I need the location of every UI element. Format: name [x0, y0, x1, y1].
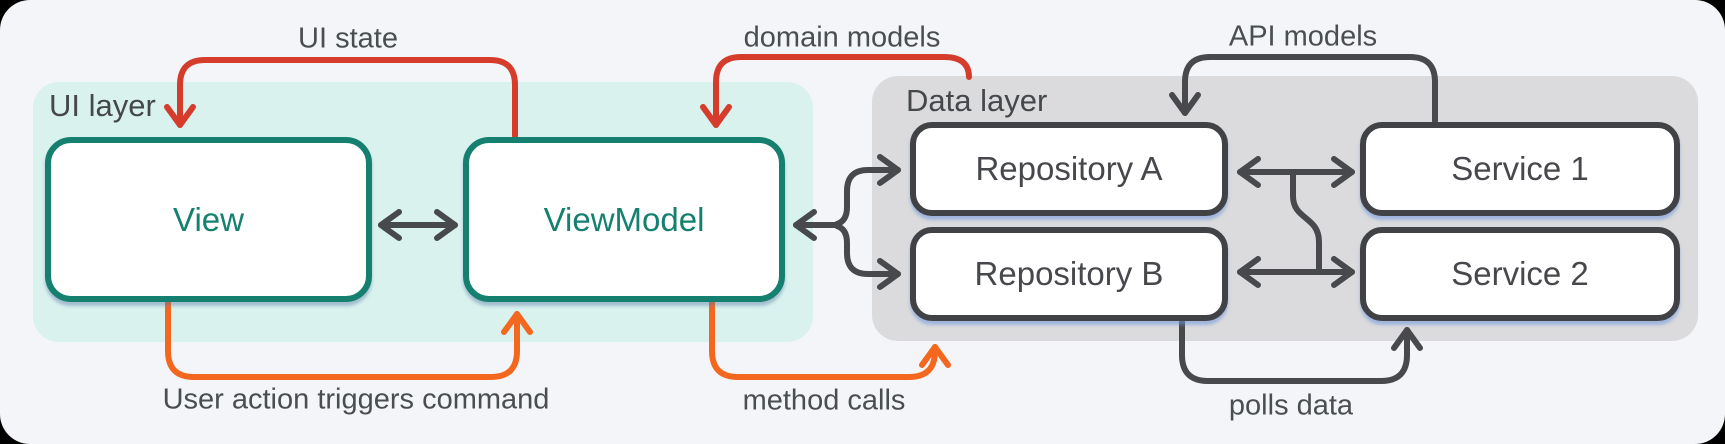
repository-a-box: Repository A: [910, 122, 1228, 216]
repository-b-box-label: Repository B: [974, 255, 1164, 292]
api-models-label: API models: [1228, 20, 1378, 53]
service-2-box-label: Service 2: [1451, 255, 1589, 292]
service-1-box-label: Service 1: [1451, 150, 1589, 187]
service-2-box: Service 2: [1360, 227, 1680, 321]
viewmodel-box: ViewModel: [463, 137, 785, 302]
method-calls-label: method calls: [742, 384, 906, 417]
repository-b-box: Repository B: [910, 227, 1228, 321]
ui-layer-label: UI layer: [49, 88, 156, 123]
repository-a-box-label: Repository A: [975, 150, 1163, 187]
polls-data-label: polls data: [1228, 389, 1354, 422]
domain-models-label: domain models: [743, 21, 941, 54]
view-box: View: [45, 137, 372, 302]
view-box-label: View: [173, 200, 244, 238]
ui-state-label: UI state: [298, 22, 398, 55]
user-action-label: User action triggers command: [162, 383, 550, 416]
service-1-box: Service 1: [1360, 122, 1680, 216]
viewmodel-box-label: ViewModel: [543, 200, 705, 238]
data-layer-label: Data layer: [906, 83, 1048, 118]
